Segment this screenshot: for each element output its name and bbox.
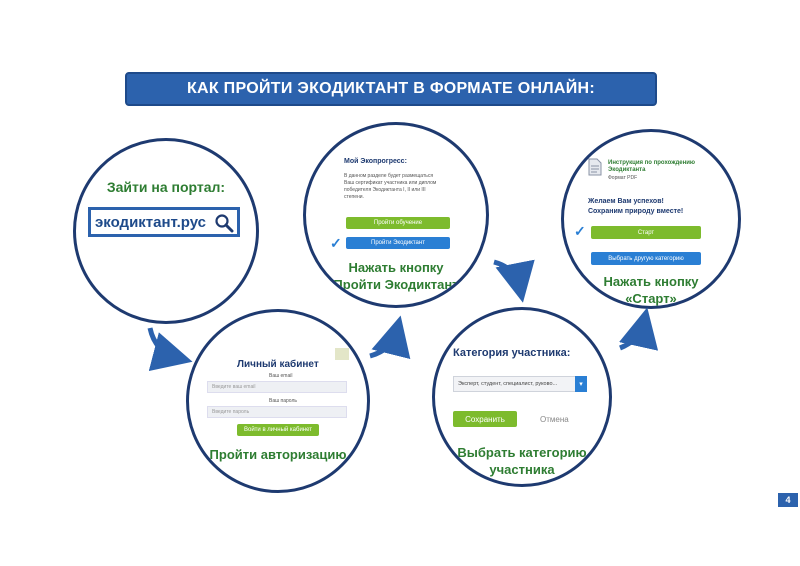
step-start-circle: Инструкция по прохождению Экодиктанта Фо… <box>561 129 741 309</box>
chevron-down-icon[interactable]: ▾ <box>575 376 587 392</box>
step-progress-caption-2: «Пройти Экодиктант» <box>326 277 466 292</box>
arrow-category-to-start <box>619 307 659 351</box>
step-auth-caption: Пройти авторизацию <box>209 447 347 462</box>
arrow-auth-to-progress <box>369 315 411 360</box>
step-category-caption-2: участника <box>489 462 555 477</box>
progress-text-2: Ваш сертификат участника или диплом <box>344 180 437 186</box>
step-start-caption-2: «Старт» <box>625 291 677 306</box>
title-banner: КАК ПРОЙТИ ЭКОДИКТАНТ В ФОРМАТЕ ОНЛАЙН: <box>125 72 657 106</box>
progress-text-3: победителя Экодиктанта I, II или III <box>344 187 426 193</box>
step-portal-circle: Зайти на портал: экодиктант.рус <box>73 138 259 324</box>
category-select[interactable]: Эксперт, студент, специалист, руково... <box>453 376 585 392</box>
password-field[interactable]: Введите пароль <box>207 406 347 418</box>
wish-line-2: Сохраним природу вместе! <box>588 208 684 215</box>
page-number-badge: 4 <box>778 493 798 507</box>
page-number: 4 <box>785 495 791 505</box>
pdf-document-icon <box>588 158 602 181</box>
page-title: КАК ПРОЙТИ ЭКОДИКТАНТ В ФОРМАТЕ ОНЛАЙН: <box>186 80 596 97</box>
progress-heading: Мой Экопрогресс: <box>344 158 407 165</box>
login-label: Ваш email <box>269 373 293 379</box>
step-progress-caption-1: Нажать кнопку <box>348 260 444 275</box>
login-button[interactable]: Войти в личный кабинет <box>237 424 319 436</box>
checkmark-icon: ✓ <box>574 223 586 239</box>
start-button[interactable]: Старт <box>591 226 701 239</box>
portal-search-box[interactable]: экодиктант.рус <box>88 207 240 237</box>
search-icon <box>214 213 234 238</box>
dictation-button[interactable]: Пройти Экодиктант <box>346 237 450 249</box>
category-select-value: Эксперт, студент, специалист, руково... <box>458 381 558 387</box>
instruction-link[interactable]: Инструкция по прохождению <box>608 160 696 166</box>
progress-text-1: В данном разделе будет размещаться <box>344 173 434 179</box>
instruction-link-2[interactable]: Экодиктанта <box>608 167 646 173</box>
login-field[interactable]: Введите ваш email <box>207 381 347 393</box>
step-auth-circle: Личный кабинет Ваш email Введите ваш ema… <box>186 309 370 493</box>
step-category-caption-1: Выбрать категорию <box>457 445 587 460</box>
portal-site-url: экодиктант.рус <box>95 213 207 231</box>
arrow-portal-to-auth <box>147 327 193 372</box>
auth-heading: Личный кабинет <box>237 359 319 370</box>
progress-text-4: степени. <box>344 194 364 200</box>
step-progress-circle: Мой Экопрогресс: В данном разделе будет … <box>303 122 489 308</box>
step-category-circle: Категория участника: Эксперт, студент, с… <box>432 307 612 487</box>
checkmark-icon: ✓ <box>330 235 342 251</box>
password-label: Ваш пароль <box>269 398 297 404</box>
step-portal-caption: Зайти на портал: <box>106 179 226 195</box>
instruction-format: Формат PDF <box>608 175 638 181</box>
training-button[interactable]: Пройти обучение <box>346 217 450 229</box>
save-button[interactable]: Сохранить <box>453 411 517 427</box>
cancel-button[interactable]: Отмена <box>540 415 569 424</box>
wish-line-1: Желаем Вам успехов! <box>588 198 664 205</box>
decorative-logo-icon <box>335 348 349 360</box>
step-start-caption-1: Нажать кнопку <box>603 274 699 289</box>
other-category-button[interactable]: Выбрать другую категорию <box>591 252 701 265</box>
category-heading: Категория участника: <box>453 347 571 359</box>
arrow-progress-to-category <box>493 259 535 303</box>
